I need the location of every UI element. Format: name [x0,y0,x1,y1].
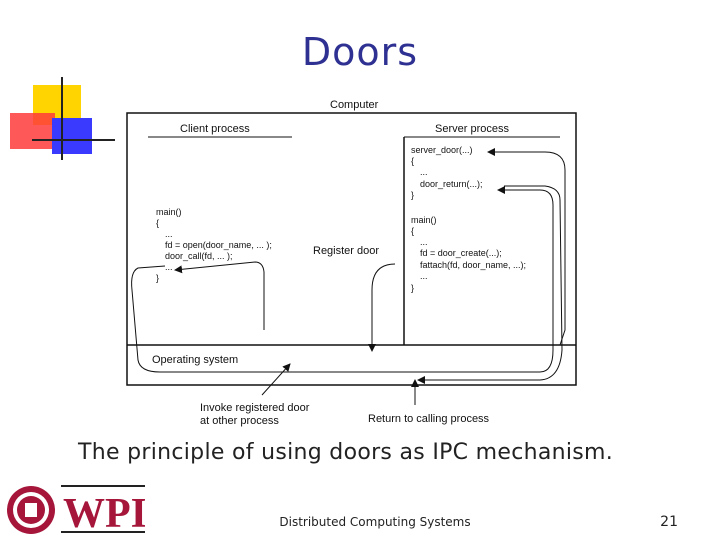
code-line: ... [165,262,173,272]
code-line: } [411,190,414,200]
footer-text: Distributed Computing Systems [279,515,471,529]
return-label: Return to calling process [368,413,490,425]
code-line: door_return(...); [420,179,483,189]
code-line: ... [420,271,428,281]
server-entry-arrow [487,148,566,346]
doors-diagram: Computer Client process Server process O… [126,99,577,427]
door-call-loop [131,265,250,373]
code-line: { [411,156,414,166]
code-line: server_door(...) [411,145,473,155]
slide-caption: The principle of using doors as IPC mech… [78,440,614,465]
page-number: 21 [660,514,678,530]
server-process-label: Server process [435,123,509,135]
code-line: { [411,226,414,236]
client-back-arrow [174,261,265,330]
code-line: } [411,283,414,293]
code-line: ... [420,167,428,177]
slide-title: Doors [301,30,419,74]
code-line: } [156,273,159,283]
register-door-label: Register door [313,245,379,257]
client-process-label: Client process [180,123,250,135]
code-line: fd = open(door_name, ... ); [165,240,272,250]
computer-label: Computer [330,99,379,111]
code-line: { [156,218,159,228]
code-line: fd = door_create(...); [420,248,502,258]
os-label: Operating system [152,354,238,366]
return-arrow [417,185,563,384]
code-line: main() [411,215,437,225]
code-line: door_call(fd, ... ); [165,251,233,261]
invoke-label-line1: Invoke registered door [200,402,310,414]
invoke-label-line2: at other process [200,415,279,427]
wpi-logo-text: WPI [63,491,145,537]
register-door-arrow [368,263,396,352]
computer-box [126,112,577,386]
code-line: ... [420,237,428,247]
invoke-pointer [261,363,291,396]
code-line: ... [165,229,173,239]
code-line: main() [156,207,182,217]
to-server-arrow [250,186,554,373]
corner-decoration [10,77,115,160]
wpi-logo: WPI [7,485,145,537]
code-line: fattach(fd, door_name, ...); [420,260,526,270]
